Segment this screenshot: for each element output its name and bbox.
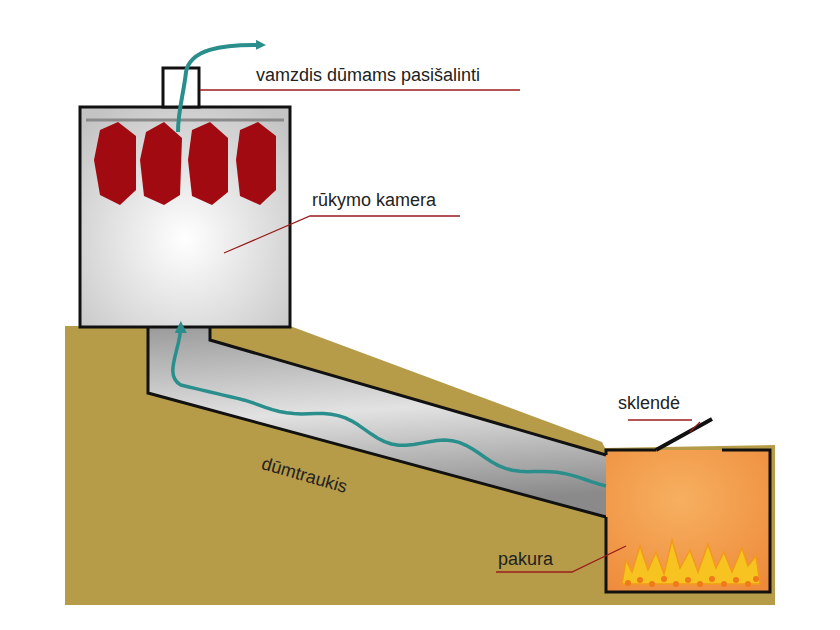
- flue-wall: [210, 326, 606, 455]
- flue: [148, 326, 606, 517]
- node-label: rūkymo kamera: [312, 191, 436, 211]
- ground: [65, 326, 775, 605]
- meat: [94, 122, 276, 205]
- hanging-rail: [86, 119, 284, 122]
- leader-line: [200, 90, 700, 572]
- damper: [656, 419, 712, 450]
- firebox-node: pakura: [606, 450, 770, 592]
- embers: [625, 576, 759, 587]
- smoke-flow-arrow: [173, 326, 606, 486]
- flue-wall: [148, 326, 606, 517]
- part-label: sklendė: [618, 394, 680, 414]
- part-label: vamzdis dūmams pasišalinti: [256, 66, 480, 86]
- flames: [622, 540, 760, 584]
- smoking-chamber: [80, 107, 290, 327]
- smoke-exit-arrow: [178, 45, 262, 132]
- node-label: pakura: [498, 550, 553, 570]
- firebox-wall: [606, 450, 770, 592]
- firebox: [606, 450, 770, 592]
- smoking-chamber-node: rūkymo kamera: [80, 107, 290, 327]
